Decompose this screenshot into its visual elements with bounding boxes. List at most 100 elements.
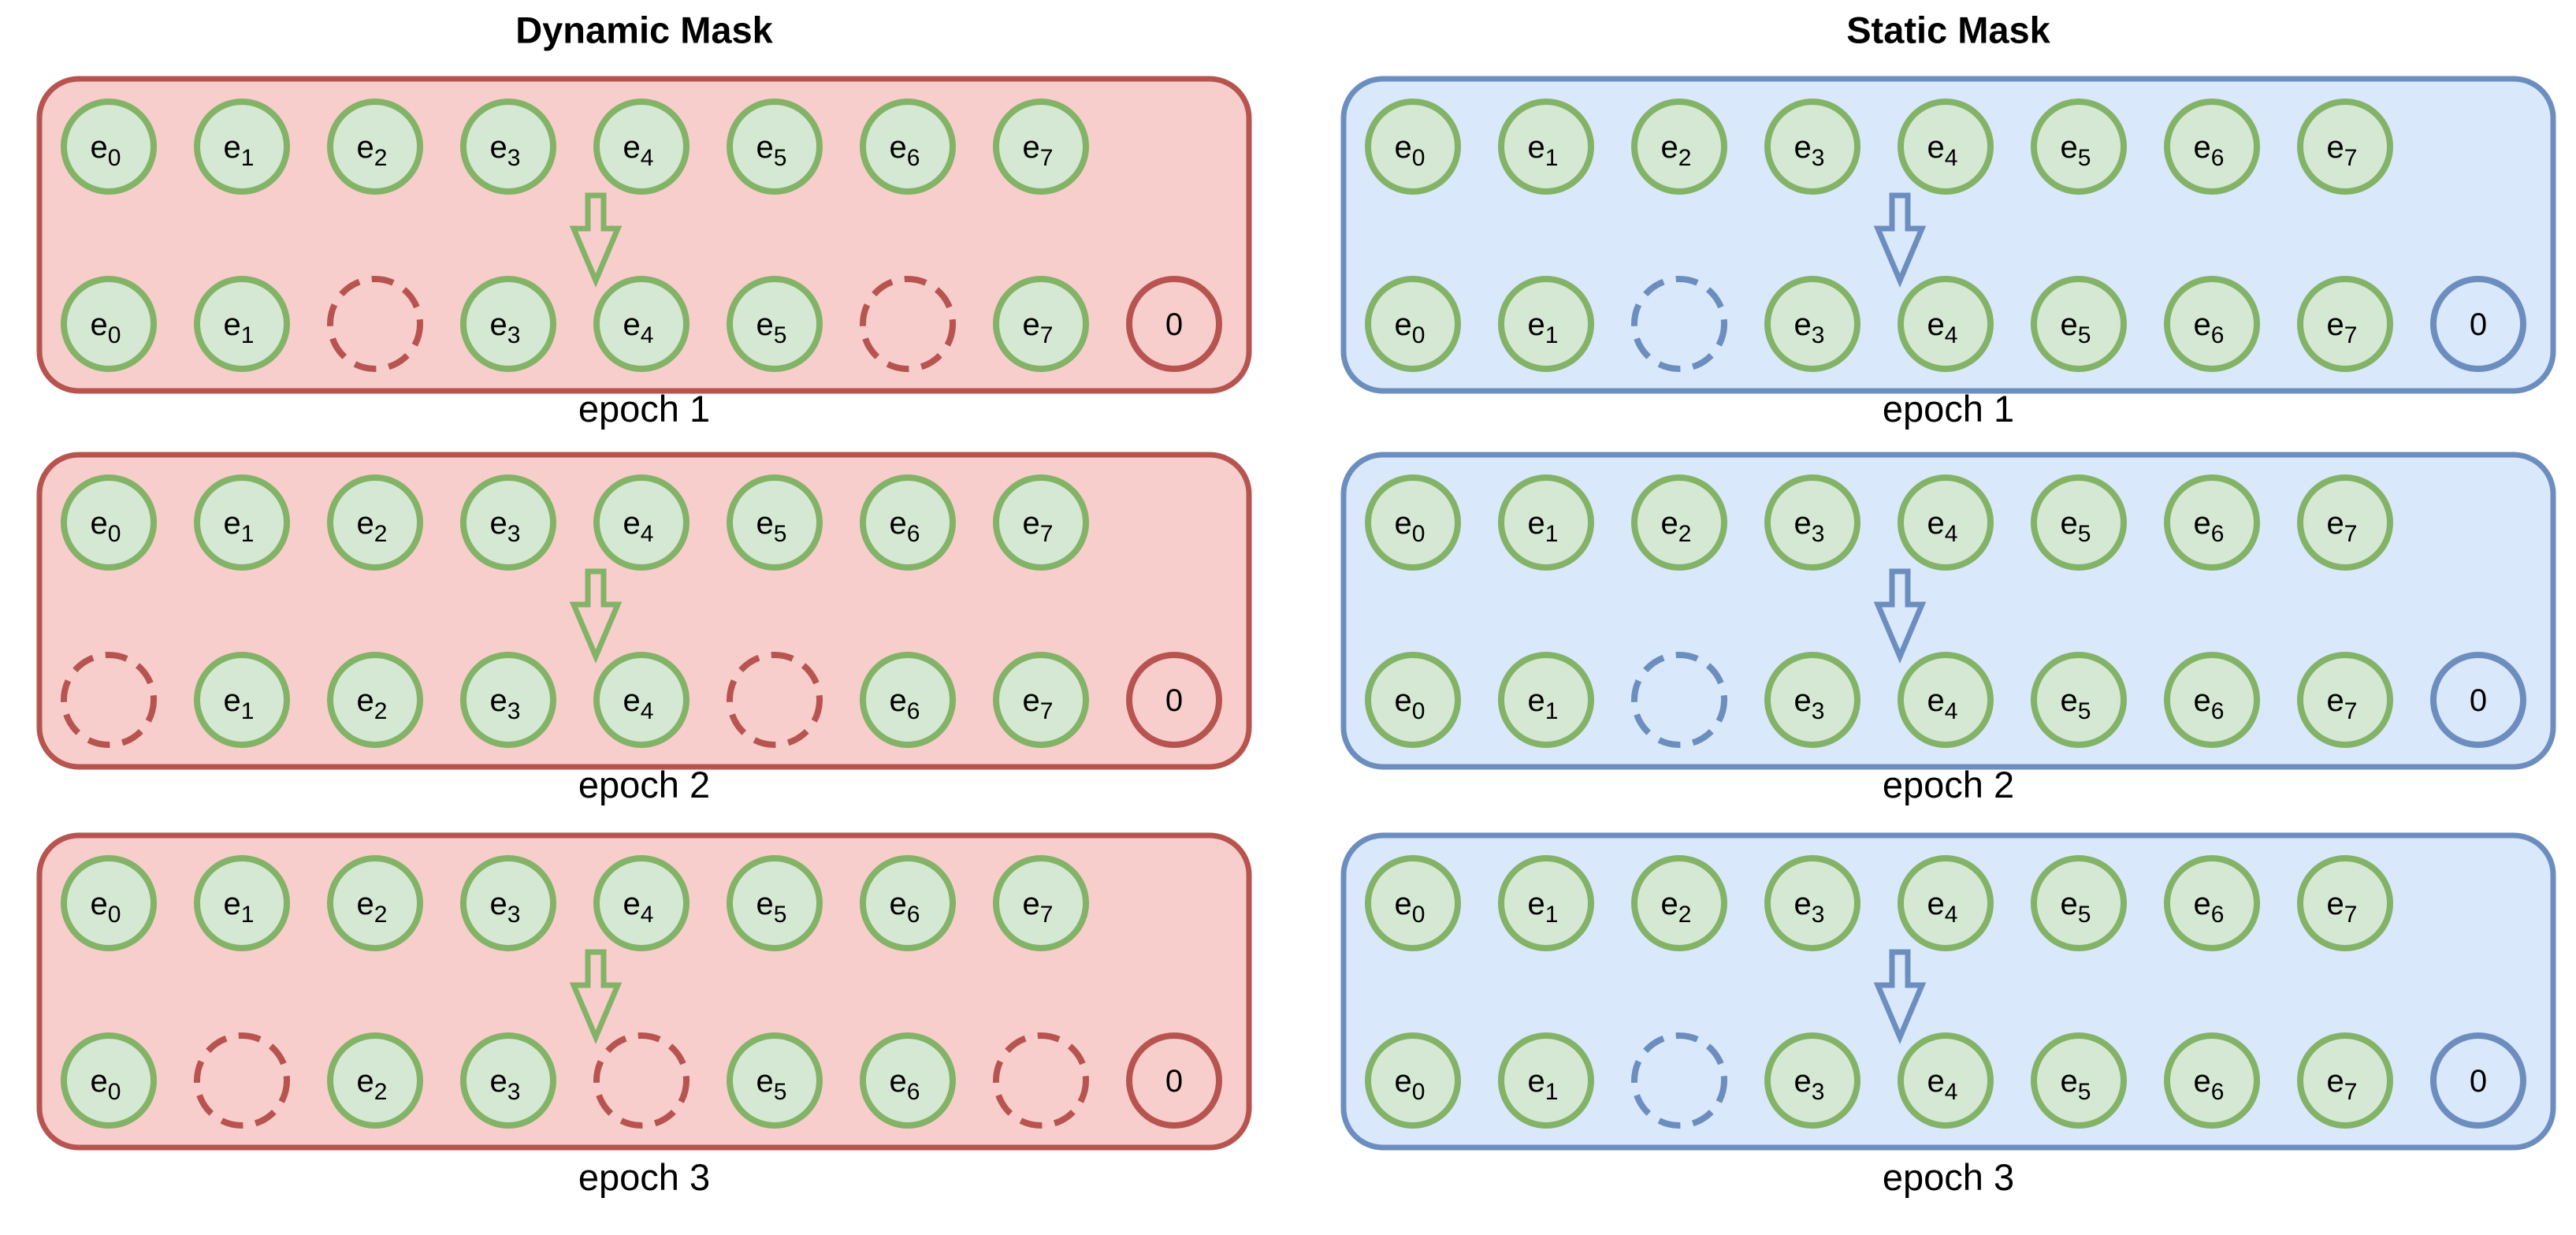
token-label: e7 — [2327, 130, 2358, 171]
token-node: e2 — [1631, 855, 1727, 951]
token-node: e4 — [593, 855, 690, 951]
token-node: e6 — [2164, 855, 2260, 951]
token-node: e6 — [860, 1032, 956, 1129]
token-label: e6 — [890, 887, 920, 928]
token-node: e7 — [2297, 1032, 2393, 1129]
token-label: e5 — [756, 506, 787, 547]
token-label: e5 — [2061, 1064, 2091, 1105]
pad-node: 0 — [2430, 652, 2526, 748]
token-node: e3 — [460, 276, 556, 372]
pad-node: 0 — [1126, 1032, 1222, 1129]
token-label: e4 — [623, 683, 654, 724]
token-node: e0 — [1365, 1032, 1461, 1129]
token-node: e3 — [1764, 99, 1860, 195]
token-node: e5 — [2031, 276, 2127, 372]
token-node: e7 — [2297, 474, 2393, 571]
token-node: e6 — [2164, 1032, 2260, 1129]
token-node: e1 — [194, 855, 290, 951]
token-node: e5 — [727, 855, 823, 951]
token-node: e0 — [1365, 276, 1461, 372]
token-label: e5 — [2061, 130, 2091, 171]
token-node: e0 — [61, 1032, 157, 1129]
token-node: e2 — [327, 474, 423, 571]
token-node: e1 — [194, 99, 290, 195]
token-node: e1 — [194, 652, 290, 748]
token-label: e0 — [91, 130, 121, 171]
pad-node: 0 — [2430, 1032, 2526, 1129]
token-node: e5 — [2031, 99, 2127, 195]
token-label: e0 — [91, 506, 121, 547]
token-node: e4 — [1898, 1032, 1994, 1129]
token-node: e7 — [993, 99, 1089, 195]
masked-token — [993, 1032, 1089, 1129]
token-node: e2 — [327, 652, 423, 748]
token-label: e7 — [1023, 307, 1054, 348]
token-node: e5 — [2031, 855, 2127, 951]
token-node: e0 — [1365, 855, 1461, 951]
token-label: e5 — [756, 307, 787, 348]
token-node: e6 — [2164, 276, 2260, 372]
token-node: e7 — [993, 652, 1089, 748]
token-node: e6 — [860, 652, 956, 748]
token-node: e7 — [993, 474, 1089, 571]
token-node: e4 — [1898, 652, 1994, 748]
token-node: e0 — [61, 276, 157, 372]
down-arrow-icon — [569, 949, 623, 1044]
token-node: e2 — [327, 1032, 423, 1129]
pad-node: 0 — [1126, 276, 1222, 372]
epoch-label: epoch 1 — [578, 388, 710, 430]
token-node: e1 — [1498, 99, 1594, 195]
epoch-label: epoch 3 — [578, 1156, 710, 1198]
token-node: e6 — [860, 855, 956, 951]
token-node: e0 — [1365, 652, 1461, 748]
token-node: e4 — [1898, 474, 1994, 571]
token-node: e3 — [460, 652, 556, 748]
token-node: e5 — [727, 1032, 823, 1129]
token-node: e7 — [2297, 855, 2393, 951]
token-node: e3 — [460, 855, 556, 951]
token-node: e1 — [1498, 1032, 1594, 1129]
token-label: e0 — [91, 307, 121, 348]
token-node: e5 — [727, 276, 823, 372]
token-node: e4 — [1898, 855, 1994, 951]
pad-label: 0 — [2470, 1064, 2487, 1099]
token-node: e6 — [860, 474, 956, 571]
masked-token — [327, 276, 423, 372]
token-label: e3 — [490, 683, 521, 724]
epoch-label: epoch 1 — [1883, 388, 2014, 430]
token-node: e4 — [593, 99, 690, 195]
token-node: e3 — [460, 1032, 556, 1129]
token-node: e5 — [2031, 1032, 2127, 1129]
token-node: e6 — [2164, 474, 2260, 571]
token-label: e6 — [890, 1064, 920, 1105]
pad-label: 0 — [2470, 683, 2487, 718]
token-label: e0 — [1395, 683, 1426, 724]
token-node: e6 — [2164, 652, 2260, 748]
token-node: e4 — [1898, 276, 1994, 372]
pad-label: 0 — [1165, 683, 1183, 718]
masked-token — [860, 276, 956, 372]
token-node: e1 — [1498, 652, 1594, 748]
down-arrow-icon — [569, 568, 623, 664]
token-node: e3 — [460, 99, 556, 195]
panel-title: Static Mask — [1846, 9, 2050, 50]
token-node: e3 — [1764, 474, 1860, 571]
pad-label: 0 — [1165, 307, 1183, 342]
masked-token — [194, 1032, 290, 1129]
token-label: e7 — [2327, 683, 2358, 724]
token-node: e1 — [1498, 855, 1594, 951]
token-label: e1 — [1528, 887, 1559, 928]
token-node: e7 — [993, 855, 1089, 951]
token-node: e3 — [1764, 855, 1860, 951]
token-node: e1 — [194, 474, 290, 571]
token-node: e3 — [1764, 652, 1860, 748]
epoch-label: epoch 3 — [1883, 1156, 2014, 1198]
token-node: e3 — [460, 474, 556, 571]
token-node: e1 — [194, 276, 290, 372]
token-node: e3 — [1764, 276, 1860, 372]
